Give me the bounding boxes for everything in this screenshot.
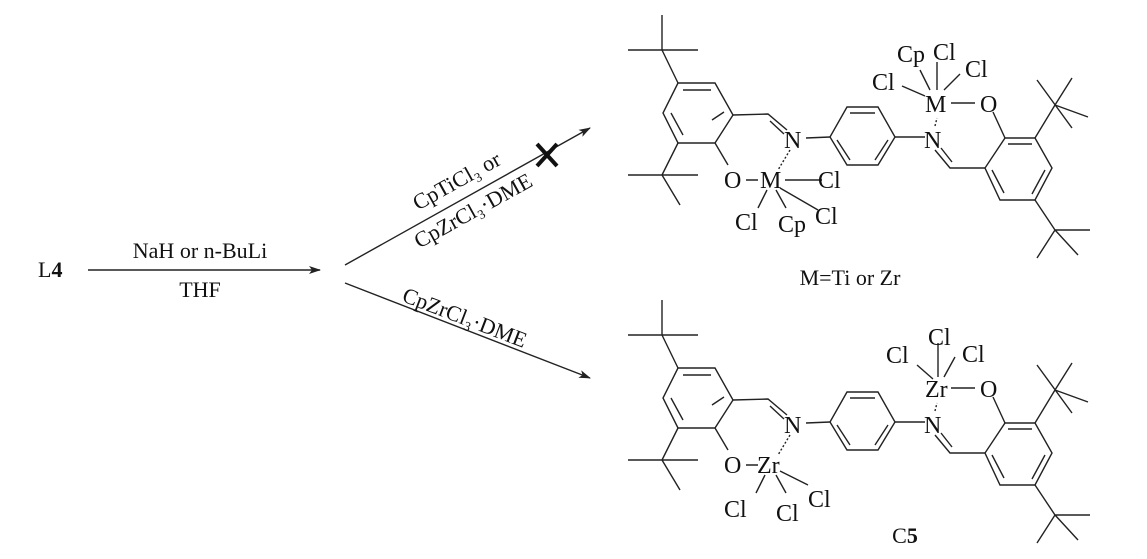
atom-o: O (980, 92, 997, 118)
atom-cl: Cl (815, 204, 838, 230)
atom-cl: Cl (933, 40, 956, 66)
atom-metal: M (925, 92, 946, 118)
atom-metal: Zr (925, 377, 948, 403)
atom-cl: Cl (965, 57, 988, 83)
atom-metal: Zr (757, 453, 780, 479)
lower-product-structure: N O Zr Cl Cl Cl N Zr O Cl Cl Cl (627, 299, 1091, 544)
atom-o: O (724, 168, 741, 194)
metal-caption: M=Ti or Zr (800, 265, 902, 290)
compound-label: C5 (892, 523, 918, 548)
atom-cl: Cl (724, 497, 747, 523)
atom-n: N (784, 128, 801, 154)
atom-cl: Cl (962, 342, 985, 368)
atom-cp: Cp (778, 212, 806, 238)
atom-cp: Cp (897, 42, 925, 68)
atom-cl: Cl (776, 501, 799, 527)
atom-cl: Cl (872, 70, 895, 96)
atom-n: N (924, 413, 941, 439)
atom-n: N (924, 128, 941, 154)
atom-cl: Cl (928, 325, 951, 351)
lower-reagent: CpZrCl₃·DME (399, 282, 530, 352)
atom-cl: Cl (735, 210, 758, 236)
solvent-label: THF (179, 277, 221, 302)
atom-n: N (784, 413, 801, 439)
atom-o: O (980, 377, 997, 403)
lower-arrow (344, 282, 591, 379)
atom-o: O (724, 453, 741, 479)
atom-cl: Cl (808, 487, 831, 513)
upper-product-structure: N O M Cl Cl Cp Cl N M O Cl Cp Cl Cl (627, 14, 1091, 259)
cross-icon (535, 142, 559, 168)
atom-cl: Cl (886, 343, 909, 369)
atom-metal: M (760, 168, 781, 194)
reagent-label: NaH or n-BuLi (133, 238, 267, 263)
atom-cl: Cl (818, 168, 841, 194)
reactant-label: L4 (38, 257, 62, 282)
